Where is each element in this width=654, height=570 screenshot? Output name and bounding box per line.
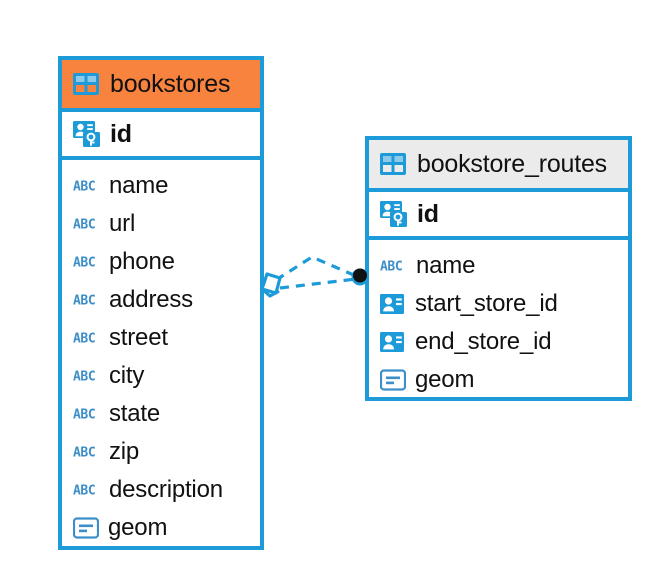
field-row-street[interactable]: ABC street [62, 319, 260, 357]
field-label: end_store_id [415, 328, 552, 355]
abc-text-icon: ABC [73, 254, 100, 271]
svg-text:ABC: ABC [73, 332, 95, 347]
entity-bookstore-routes[interactable]: bookstore_routes id [365, 136, 632, 401]
geometry-icon [379, 369, 407, 391]
entity-header-bookstores[interactable]: bookstores [62, 60, 260, 112]
field-row-primary-key[interactable]: id [62, 112, 260, 160]
entity-bookstores[interactable]: bookstores id [58, 56, 264, 550]
field-label: geom [108, 514, 168, 541]
abc-text-icon: ABC [73, 216, 100, 233]
field-label: zip [109, 438, 140, 465]
entity-title: bookstores [110, 69, 231, 98]
abc-text-icon: ABC [73, 444, 100, 461]
field-row-zip[interactable]: ABC zip [62, 433, 260, 471]
field-list-bookstore-routes: ABC name start_store_id [369, 240, 628, 399]
svg-text:ABC: ABC [73, 294, 95, 309]
relationship-connector[interactable] [250, 240, 380, 315]
field-row-geom[interactable]: geom [62, 509, 260, 547]
field-row-primary-key[interactable]: id [369, 192, 628, 240]
primary-key-icon [73, 120, 101, 148]
geometry-icon [72, 517, 100, 539]
svg-text:ABC: ABC [380, 260, 402, 275]
svg-text:ABC: ABC [73, 446, 95, 461]
primary-key-icon [380, 200, 408, 228]
table-icon [380, 153, 406, 175]
field-label: start_store_id [415, 290, 558, 317]
field-row-start-store-id[interactable]: start_store_id [369, 285, 628, 323]
field-label: id [417, 199, 439, 228]
entity-title: bookstore_routes [417, 149, 607, 178]
field-label: url [109, 210, 136, 237]
field-list-bookstores: ABC name ABC url ABC p [62, 160, 260, 547]
foreign-key-icon [380, 292, 406, 317]
abc-text-icon: ABC [380, 258, 407, 275]
svg-text:ABC: ABC [73, 370, 95, 385]
abc-text-icon: ABC [73, 178, 100, 195]
field-label: phone [109, 248, 175, 275]
field-label: state [109, 400, 161, 427]
svg-text:ABC: ABC [73, 256, 95, 271]
field-label: id [110, 119, 132, 148]
field-label: street [109, 324, 168, 351]
field-label: description [109, 476, 223, 503]
abc-text-icon: ABC [73, 368, 100, 385]
foreign-key-icon [380, 330, 406, 355]
entity-header-bookstore-routes[interactable]: bookstore_routes [369, 140, 628, 192]
relationship-line-lower [279, 277, 357, 290]
abc-text-icon: ABC [73, 482, 100, 499]
field-row-phone[interactable]: ABC phone [62, 243, 260, 281]
field-row-url[interactable]: ABC url [62, 205, 260, 243]
diamond-marker [260, 272, 282, 298]
field-label: address [109, 286, 193, 313]
abc-text-icon: ABC [73, 330, 100, 347]
field-row-geom[interactable]: geom [369, 361, 628, 399]
abc-text-icon: ABC [73, 292, 100, 309]
field-row-city[interactable]: ABC city [62, 357, 260, 395]
field-label: city [109, 362, 145, 389]
field-label: geom [415, 366, 475, 393]
svg-text:ABC: ABC [73, 408, 95, 423]
table-icon [73, 73, 99, 95]
field-row-address[interactable]: ABC address [62, 281, 260, 319]
field-label: name [109, 172, 169, 199]
field-label: name [416, 252, 476, 279]
field-row-end-store-id[interactable]: end_store_id [369, 323, 628, 361]
svg-text:ABC: ABC [73, 180, 95, 195]
field-row-state[interactable]: ABC state [62, 395, 260, 433]
relationship-line-upper [275, 255, 357, 282]
abc-text-icon: ABC [73, 406, 100, 423]
field-row-name[interactable]: ABC name [62, 167, 260, 205]
svg-text:ABC: ABC [73, 218, 95, 233]
field-row-name[interactable]: ABC name [369, 247, 628, 285]
field-row-description[interactable]: ABC description [62, 471, 260, 509]
svg-text:ABC: ABC [73, 484, 95, 499]
